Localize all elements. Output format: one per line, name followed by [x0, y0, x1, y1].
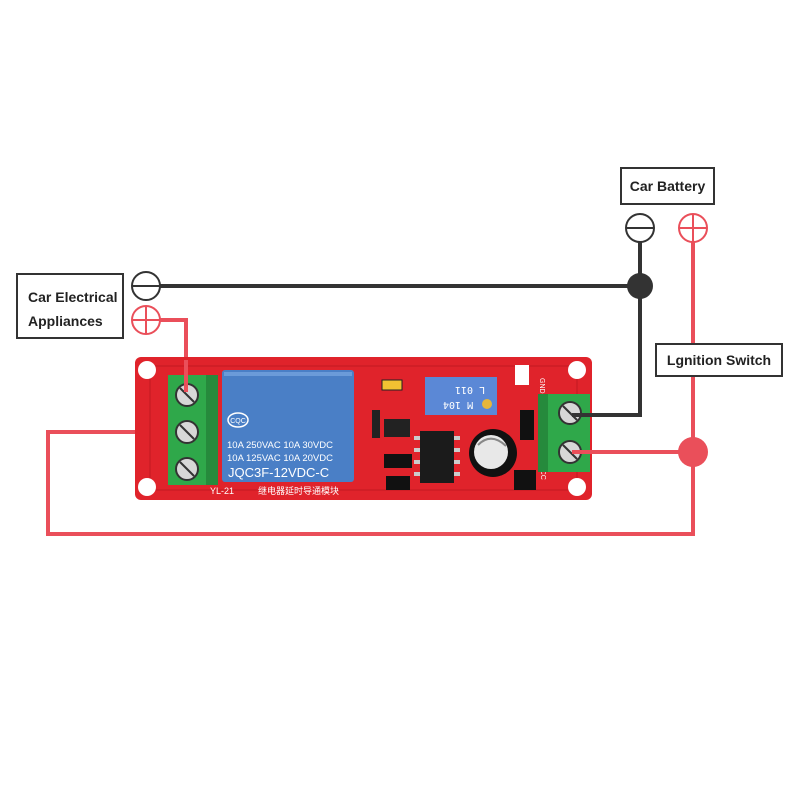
car-battery-label: Car Battery	[620, 167, 715, 205]
positive-junction	[678, 437, 708, 467]
positive-wire-loop	[46, 430, 695, 536]
silk-vcc-label: VCC	[539, 465, 546, 480]
silk-gnd-label: GND	[538, 378, 545, 394]
battery-negative-icon	[625, 213, 655, 243]
mounting-hole	[138, 361, 156, 379]
relay-cert-marks: CQC	[230, 418, 246, 425]
smd-component	[514, 470, 536, 490]
smd-component	[386, 476, 410, 490]
smd-component	[384, 454, 412, 468]
timer-ic-chip	[414, 431, 460, 483]
appliances-negative-icon	[131, 271, 161, 301]
silk-chinese-label: 继电器延时导通模块	[258, 485, 339, 497]
car-electrical-appliances-label: Car Electrical Appliances	[16, 273, 124, 339]
output-terminal-block	[168, 375, 218, 485]
smd-component	[520, 410, 534, 440]
ignition-switch-label: Lgnition Switch	[655, 343, 783, 377]
mounting-hole	[138, 478, 156, 496]
potentiometer: L 011 M 104	[425, 377, 497, 415]
power-terminal-block	[538, 394, 590, 472]
appliances-positive-icon	[131, 305, 161, 335]
potentiometer-line1: L 011	[455, 384, 485, 395]
battery-positive-icon	[678, 213, 708, 243]
relay-component: CQC 10A 250VAC 10A 30VDC 10A 125VAC 10A …	[222, 370, 354, 482]
relay-rating-line1: 10A 250VAC 10A 30VDC	[227, 440, 333, 451]
relay-rating-line2: 10A 125VAC 10A 20VDC	[227, 453, 333, 464]
electrolytic-capacitor	[469, 429, 517, 477]
relay-module-board: CQC 10A 250VAC 10A 30VDC 10A 125VAC 10A …	[135, 357, 592, 500]
silk-model-label: YL-21	[210, 486, 234, 496]
led-component	[381, 379, 403, 391]
appliances-label-line2: Appliances	[28, 313, 103, 329]
relay-model: JQC3F-12VDC-C	[228, 465, 329, 480]
smd-component	[372, 410, 380, 438]
transistor-component	[384, 419, 410, 437]
negative-junction	[627, 273, 653, 299]
negative-wire-appliances	[160, 228, 642, 288]
mounting-hole	[568, 361, 586, 379]
smd-component	[515, 365, 529, 385]
appliances-label-line1: Car Electrical	[28, 289, 118, 305]
potentiometer-line2: M 104	[443, 399, 473, 410]
potentiometer-knob	[482, 399, 492, 409]
mounting-hole	[568, 478, 586, 496]
